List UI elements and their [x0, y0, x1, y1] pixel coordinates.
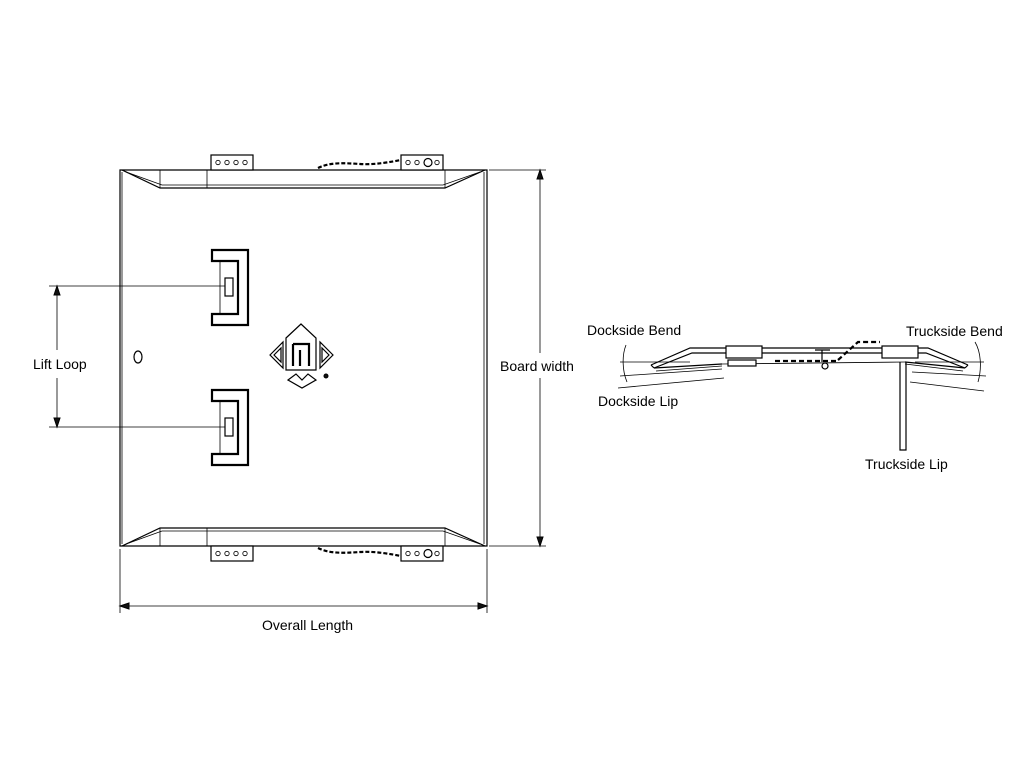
overall-length-dimension	[118, 549, 489, 613]
truckside-bend-marker	[909, 341, 987, 392]
side-view-board	[650, 340, 969, 451]
board-width-label: Board width	[500, 358, 574, 374]
truckside-bend-label: Truckside Bend	[906, 323, 1003, 339]
board-width-dimension	[489, 168, 546, 548]
truckside-lip-label: Truckside Lip	[865, 456, 948, 472]
top-view-board	[119, 154, 488, 562]
lift-loop-label: Lift Loop	[33, 356, 87, 372]
dockside-bend-marker	[617, 344, 725, 389]
lift-loop-lower	[210, 388, 250, 467]
manufacturer-logo	[269, 323, 334, 389]
lift-loop-dimension	[49, 284, 225, 429]
dockside-bend-label: Dockside Bend	[587, 322, 682, 338]
dockside-lip-label: Dockside Lip	[598, 393, 679, 409]
lift-loop-upper	[210, 248, 250, 327]
overall-length-label: Overall Length	[262, 617, 354, 633]
